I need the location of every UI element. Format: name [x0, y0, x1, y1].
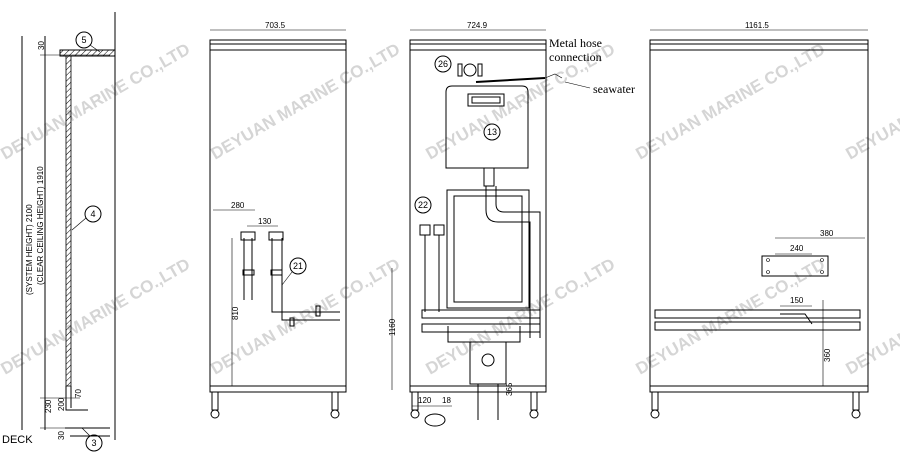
watermark: DEYUAN MARINE CO.,LTD — [843, 255, 900, 379]
dim-70: 70 — [74, 389, 83, 398]
dim-200: 200 — [57, 397, 66, 411]
dim-system-height: (SYSTEM HEIGHT) 2100 — [25, 204, 34, 295]
panel2-dim-365: 365 — [505, 382, 514, 396]
panel3-dim-380: 380 — [820, 229, 834, 238]
watermark: DEYUAN MARINE CO.,LTD — [843, 40, 900, 164]
metal-hose-label-2: connection — [549, 50, 602, 64]
watermarks: DEYUAN MARINE CO.,LTD DEYUAN MARINE CO.,… — [0, 40, 900, 379]
panel1-dim-810: 810 — [231, 306, 240, 320]
callout-4: 4 — [90, 209, 95, 219]
panel3-dim-240: 240 — [790, 244, 804, 253]
panel-view-2: 724.9 13 26 Metal hose connection seawat… — [388, 21, 635, 427]
panel1-dim-280: 280 — [231, 201, 245, 210]
callout-13: 13 — [487, 127, 497, 137]
metal-hose-label-1: Metal hose — [549, 36, 602, 50]
panel2-dim-1160: 1160 — [388, 318, 397, 336]
panel2-width: 724.9 — [467, 21, 488, 30]
panel2-dim-18: 18 — [442, 396, 451, 405]
panel2-dim-120: 120 — [418, 396, 432, 405]
panel3-dim-360: 360 — [823, 348, 832, 362]
side-section-view: 30 (SYSTEM HEIGHT) 2100 (CLEAR CEILING H… — [2, 12, 116, 452]
watermark: DEYUAN MARINE CO.,LTD — [633, 255, 829, 379]
watermark: DEYUAN MARINE CO.,LTD — [423, 255, 619, 379]
watermark: DEYUAN MARINE CO.,LTD — [633, 40, 829, 164]
callout-3: 3 — [91, 438, 96, 448]
watermark: DEYUAN MARINE CO.,LTD — [0, 40, 193, 164]
seawater-label: seawater — [593, 82, 635, 96]
callout-5: 5 — [81, 35, 86, 45]
panel1-dim-130: 130 — [258, 217, 272, 226]
callout-21: 21 — [293, 261, 303, 271]
watermark: DEYUAN MARINE CO.,LTD — [208, 40, 404, 164]
panel-view-1: 703.5 280 130 810 21 — [209, 21, 347, 419]
panel-view-3: 1161.5 380 240 150 360 — [649, 21, 869, 419]
deck-label: DECK — [2, 434, 33, 446]
panel3-dim-150: 150 — [790, 296, 804, 305]
dim-230: 230 — [44, 399, 53, 413]
dim-30: 30 — [57, 431, 66, 440]
callout-26: 26 — [438, 59, 448, 69]
callout-22: 22 — [418, 200, 428, 210]
panel1-width: 703.5 — [265, 21, 286, 30]
dim-top-30: 30 — [37, 41, 46, 50]
dim-clear-ceiling: (CLEAR CEILING HEIGHT) 1910 — [36, 166, 45, 285]
panel3-width: 1161.5 — [745, 21, 769, 30]
